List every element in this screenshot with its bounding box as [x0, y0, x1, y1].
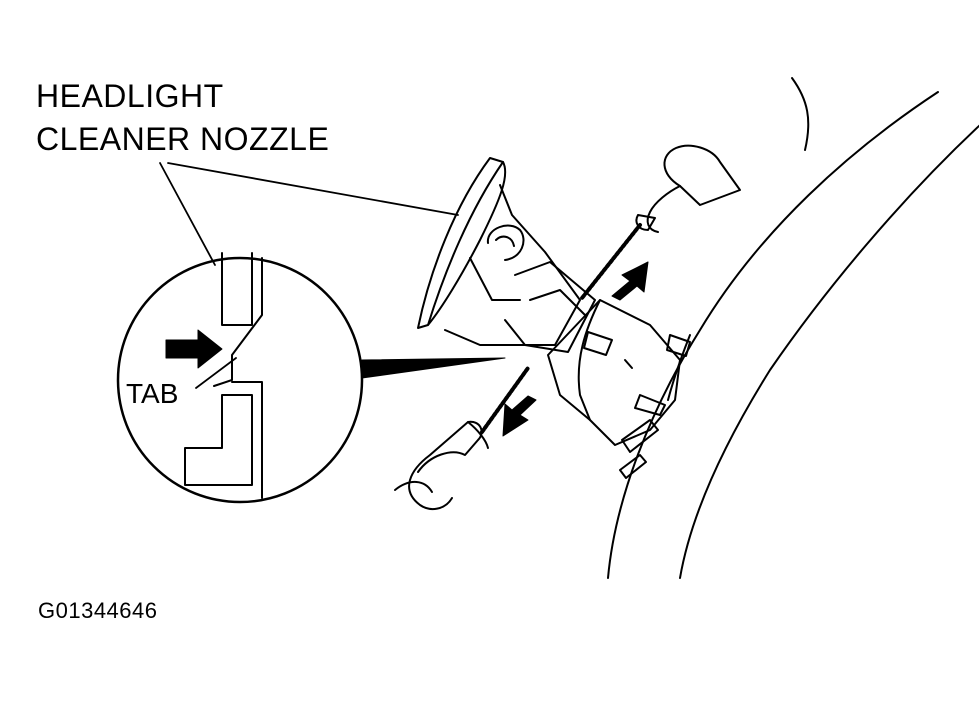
part-label-line2: CLEANER NOZZLE	[36, 121, 330, 157]
push-arrow-icon	[165, 329, 223, 369]
part-label-line1: HEADLIGHT	[36, 78, 224, 114]
push-arrow-upper-icon	[611, 261, 649, 301]
figure-id: G01344646	[38, 598, 158, 623]
lower-screwdriver	[394, 366, 530, 511]
detail-pointer-wedge	[361, 357, 506, 379]
detail-circle	[116, 252, 364, 504]
nozzle-assembly	[417, 157, 691, 479]
push-arrow-lower-icon	[502, 395, 537, 437]
bumper-contour	[607, 77, 979, 579]
upper-screwdriver	[580, 144, 741, 300]
tab-label: TAB	[126, 378, 179, 409]
leader-lines	[159, 162, 459, 266]
